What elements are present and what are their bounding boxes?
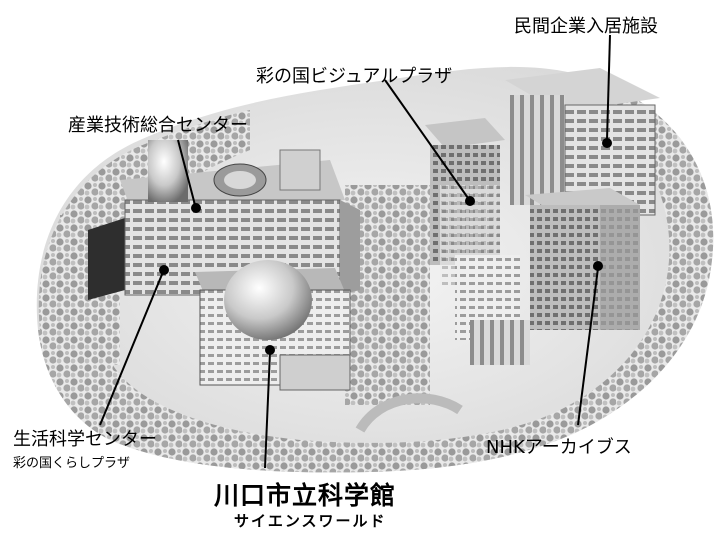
rooftop-tower: [148, 140, 188, 202]
left-dark-block: [88, 218, 125, 300]
leader-museum: [264, 351, 271, 469]
entrance-arc: [355, 393, 463, 433]
label-industrial-center: 産業技術総合センター: [68, 115, 248, 136]
label-nhk-archives: NHKアーカイブス: [486, 437, 632, 458]
leader-visual-plaza: [384, 79, 469, 199]
leader-life-science: [99, 271, 164, 426]
leader-nhk-archives: [577, 267, 599, 426]
label-life-science-subtitle: 彩の国くらしプラザ: [13, 456, 131, 471]
leader-industrial-center: [177, 139, 196, 206]
private-tower-a: [510, 95, 565, 205]
museum-title: 川口市立科学館: [214, 481, 397, 510]
planetarium-dome: [224, 260, 312, 340]
museum-subtitle: サイエンスワールド: [234, 512, 387, 530]
label-life-science-center: 生活科学センター: [13, 429, 157, 450]
label-private-facilities: 民間企業入居施設: [514, 16, 658, 37]
leader-private-facilities: [606, 34, 611, 141]
visual-plaza-roof: [425, 118, 505, 148]
label-visual-plaza: 彩の国ビジュアルプラザ: [256, 66, 453, 87]
